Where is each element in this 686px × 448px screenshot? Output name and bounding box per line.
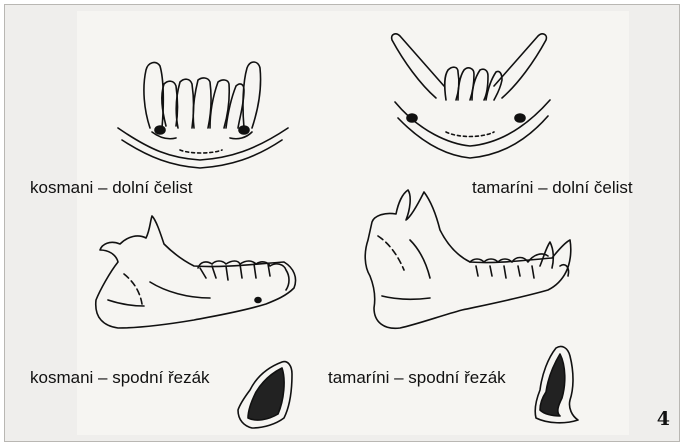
tamarin-incisor-drawing xyxy=(535,346,578,422)
marmoset-mandible-side-drawing xyxy=(96,216,296,328)
tamarin-incisor-label: tamaríni – spodní řezák xyxy=(328,368,506,388)
tamarin-jaw-label: tamaríni – dolní čelist xyxy=(472,178,633,198)
tamarin-mandible-side-drawing xyxy=(365,190,571,328)
marmoset-jaw-label: kosmani – dolní čelist xyxy=(30,178,193,198)
tamarin-jaw-front-drawing xyxy=(392,34,550,158)
marmoset-jaw-front-drawing xyxy=(118,62,288,168)
marmoset-incisor-drawing xyxy=(238,362,292,428)
marmoset-incisor-label: kosmani – spodní řezák xyxy=(30,368,210,388)
page-number: 4 xyxy=(657,408,670,430)
